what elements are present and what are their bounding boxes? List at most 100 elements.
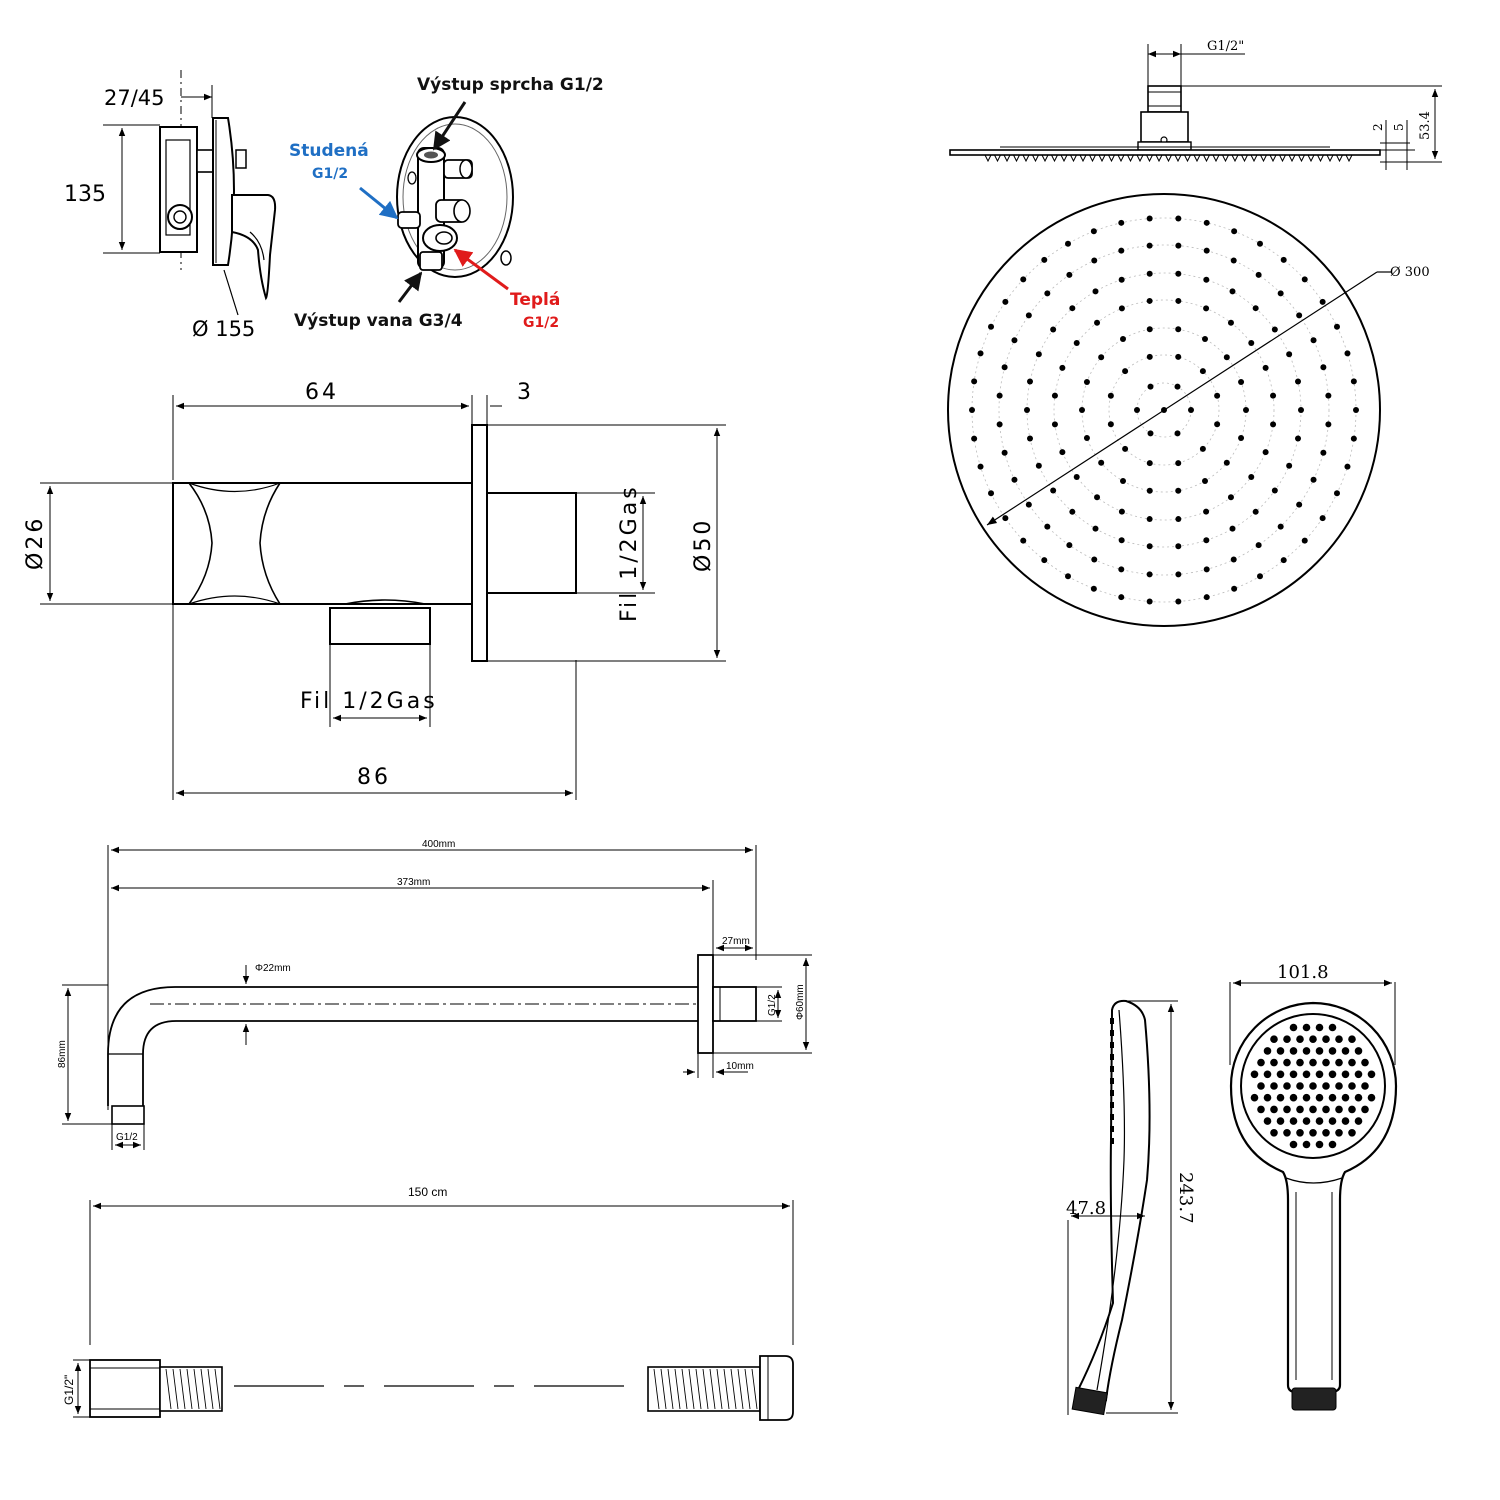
nozzle-height-dim: 5 bbox=[1392, 123, 1406, 131]
nozzle-dot bbox=[1257, 240, 1263, 247]
hose-length-dim: 150 cm bbox=[408, 1185, 447, 1199]
nozzle-dot bbox=[1270, 421, 1277, 428]
nozzle-dot bbox=[969, 407, 975, 413]
side-nozzle bbox=[1110, 1090, 1114, 1096]
front-nozzle bbox=[1302, 1070, 1311, 1079]
nozzle-dot bbox=[1035, 462, 1042, 469]
front-nozzle bbox=[1250, 1093, 1259, 1102]
nozzle-dot bbox=[1295, 378, 1302, 385]
nozzle-dot bbox=[1301, 537, 1308, 544]
nozzle-dot bbox=[1175, 242, 1182, 249]
arm-length-dim: 373mm bbox=[397, 877, 430, 888]
hose-ridge bbox=[200, 1368, 207, 1410]
hand-shower-front-view: 101.8 bbox=[1229, 962, 1398, 1411]
nozzle-dot bbox=[1025, 312, 1032, 319]
front-nozzle bbox=[1341, 1117, 1350, 1125]
front-nozzle bbox=[1270, 1058, 1278, 1067]
nozzle-dot bbox=[1301, 276, 1308, 283]
nozzle-dot bbox=[1073, 473, 1080, 480]
nozzle-dot bbox=[1319, 298, 1326, 305]
front-nozzle bbox=[1289, 1093, 1298, 1102]
nozzle-dot bbox=[1098, 354, 1105, 361]
front-nozzle bbox=[1309, 1105, 1317, 1114]
nozzle-dot bbox=[1231, 585, 1238, 592]
front-nozzle bbox=[1289, 1023, 1298, 1032]
nozzle-dot bbox=[1320, 449, 1327, 456]
nozzle-dot bbox=[1325, 421, 1332, 428]
flange-thickness-dim: 3 bbox=[517, 380, 531, 405]
hose-ridge bbox=[165, 1368, 172, 1410]
nozzle-dot bbox=[1020, 276, 1027, 283]
nozzle-dot bbox=[1188, 407, 1194, 413]
nozzle-dot bbox=[1231, 228, 1238, 235]
front-nozzle bbox=[1367, 1093, 1376, 1102]
nozzle-dot bbox=[1230, 257, 1237, 264]
nozzle-ring bbox=[1108, 354, 1220, 466]
nozzle-dot bbox=[1296, 312, 1303, 319]
nozzle-dot bbox=[1223, 354, 1230, 361]
front-nozzle bbox=[1289, 1117, 1298, 1125]
nozzle-dot bbox=[1091, 257, 1098, 264]
hand-shower-depth-dim: 47.8 bbox=[1066, 1198, 1106, 1219]
mixer-depth-dim: 27/45 bbox=[104, 86, 165, 110]
front-nozzle bbox=[1315, 1140, 1324, 1149]
nozzle-dot bbox=[1248, 340, 1255, 347]
warm-inlet-thread: G1/2 bbox=[523, 315, 559, 331]
front-nozzle bbox=[1302, 1117, 1311, 1125]
hose-ridge bbox=[214, 1368, 221, 1410]
nozzle-dot bbox=[1147, 383, 1154, 390]
front-nozzle bbox=[1309, 1058, 1317, 1067]
nozzle-dot bbox=[1174, 383, 1181, 390]
overall-length-dim: 86 bbox=[357, 765, 391, 790]
hose-ridge bbox=[688, 1368, 695, 1410]
nozzle-dot bbox=[1350, 378, 1357, 385]
hose-ridge bbox=[730, 1368, 737, 1410]
nozzle-dot bbox=[1002, 298, 1009, 305]
front-nozzle bbox=[1348, 1105, 1356, 1114]
front-nozzle bbox=[1296, 1105, 1304, 1114]
nozzle-dot bbox=[1175, 215, 1182, 222]
mixer-side-view: 27/45 135 Ø 155 bbox=[64, 70, 277, 341]
nozzle-dot bbox=[1050, 487, 1057, 494]
hose-ridge bbox=[653, 1368, 660, 1410]
side-nozzle bbox=[1110, 1066, 1114, 1072]
front-nozzle bbox=[1270, 1035, 1278, 1043]
front-nozzle bbox=[1263, 1117, 1272, 1125]
front-nozzle bbox=[1276, 1070, 1285, 1079]
shower-arm-drawing: 400mm 373mm 27mm Φ22mm G1/2 Φ60mm bbox=[57, 839, 812, 1150]
nozzle-dot bbox=[1011, 476, 1018, 483]
nozzle-dot bbox=[1107, 392, 1114, 399]
front-nozzle bbox=[1315, 1093, 1324, 1102]
side-nozzle bbox=[1110, 1138, 1114, 1144]
mixer-height-dim: 135 bbox=[64, 182, 106, 207]
nozzle-dot bbox=[1230, 556, 1237, 563]
front-nozzle bbox=[1361, 1058, 1369, 1067]
front-nozzle bbox=[1302, 1140, 1311, 1149]
hose-ridge bbox=[716, 1368, 723, 1410]
nozzle-dot bbox=[1122, 368, 1129, 375]
nozzle-dot bbox=[1118, 276, 1125, 283]
hand-shower-side-view: 243.7 47.8 bbox=[1066, 999, 1196, 1416]
flange-diameter-dim: Ø50 bbox=[691, 518, 716, 572]
shower-hose-drawing: 150 cm G1/2" bbox=[62, 1185, 794, 1421]
front-nozzle bbox=[1361, 1105, 1369, 1114]
front-nozzle bbox=[1283, 1105, 1291, 1114]
nozzle-dot bbox=[1174, 430, 1181, 437]
nozzle-dot bbox=[1066, 542, 1073, 549]
nozzle-dot bbox=[1175, 571, 1182, 578]
rain-shower-top-view: Ø 300 bbox=[947, 193, 1430, 627]
front-nozzle bbox=[1289, 1070, 1298, 1079]
front-nozzle bbox=[1335, 1105, 1343, 1114]
arm-drop-dim: 86mm bbox=[57, 1040, 68, 1068]
nozzle-dot bbox=[1280, 557, 1287, 564]
front-nozzle bbox=[1270, 1129, 1278, 1137]
nozzle-dot bbox=[1035, 351, 1042, 358]
front-nozzle bbox=[1315, 1070, 1324, 1079]
nozzle-dot bbox=[1094, 494, 1101, 501]
nozzle-dot bbox=[1024, 407, 1030, 413]
nozzle-dot bbox=[1248, 473, 1255, 480]
front-nozzle bbox=[1283, 1129, 1291, 1137]
front-nozzle bbox=[1276, 1093, 1285, 1102]
nozzle-dot bbox=[1147, 430, 1154, 437]
